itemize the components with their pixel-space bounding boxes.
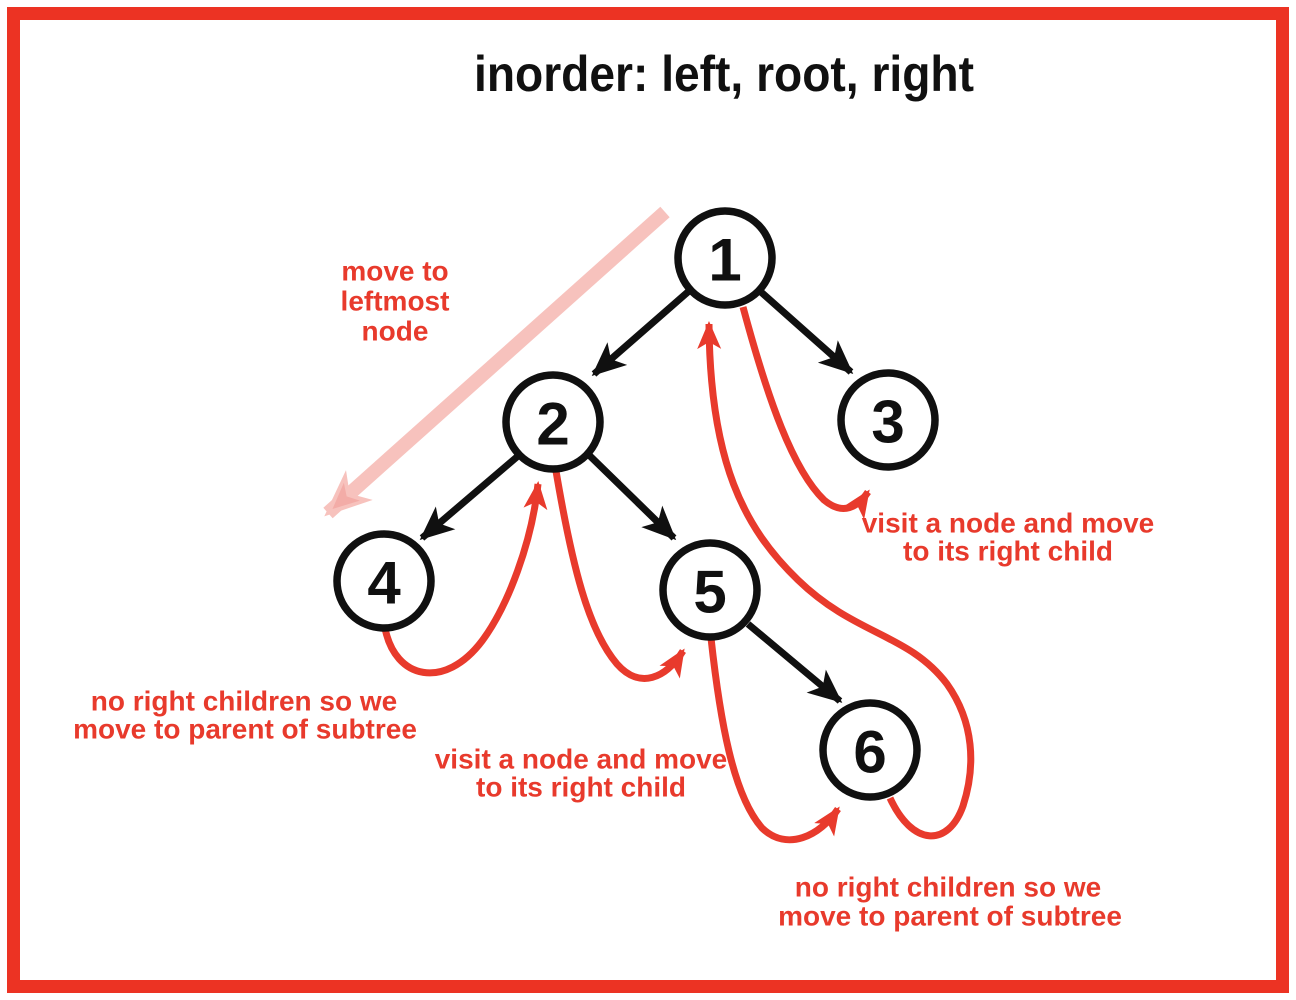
annotation-visit-right-child-mid: visit a node and move to its right child bbox=[435, 744, 728, 803]
annotation-line: leftmost bbox=[341, 286, 450, 317]
edge-2-5 bbox=[587, 453, 677, 541]
traversal-arrow-5-to-6 bbox=[707, 637, 841, 844]
edge-1-2 bbox=[591, 288, 692, 377]
node-label-1: 1 bbox=[708, 227, 741, 294]
traversal-arrows bbox=[381, 306, 975, 844]
node-label-3: 3 bbox=[871, 389, 904, 456]
annotation-visit-right-child-top: visit a node and move to its right child bbox=[862, 508, 1155, 567]
tree-node-2: 2 bbox=[502, 371, 604, 473]
tree-node-1: 1 bbox=[674, 207, 776, 309]
edge-2-4 bbox=[419, 453, 521, 541]
tree-edges bbox=[419, 288, 854, 704]
annotation-line: visit a node and move bbox=[862, 508, 1155, 539]
figure-border bbox=[7, 7, 1289, 993]
node-circle-5 bbox=[659, 539, 761, 641]
move-to-leftmost-arrow bbox=[323, 206, 670, 519]
traversal-arrow-2-to-5 bbox=[552, 470, 686, 682]
annotation-line: move to parent of subtree bbox=[778, 901, 1122, 932]
annotation-no-right-children-bottom: no right children so we move to parent o… bbox=[778, 872, 1122, 932]
annotation-move-to-leftmost: move to leftmost node bbox=[341, 256, 450, 347]
diagram-title: inorder: left, root, right bbox=[474, 46, 974, 102]
node-circle-4 bbox=[333, 530, 435, 632]
edge-5-6 bbox=[745, 621, 843, 704]
tree-node-6: 6 bbox=[819, 699, 921, 801]
node-label-2: 2 bbox=[536, 391, 569, 458]
annotation-no-right-children-left: no right children so we move to parent o… bbox=[73, 686, 417, 745]
tree-node-4: 4 bbox=[333, 530, 435, 632]
node-circle-2 bbox=[502, 371, 604, 473]
annotations: move to leftmost node visit a node and m… bbox=[73, 256, 1154, 932]
annotation-line: node bbox=[362, 316, 429, 347]
traversal-arrow-1-to-3 bbox=[739, 306, 871, 520]
tree-nodes: 1 2 3 4 5 6 bbox=[333, 207, 939, 801]
node-circle-1 bbox=[674, 207, 776, 309]
node-label-5: 5 bbox=[693, 559, 726, 626]
annotation-line: to its right child bbox=[476, 772, 686, 803]
annotation-line: no right children so we bbox=[795, 872, 1101, 903]
node-circle-6 bbox=[819, 699, 921, 801]
annotation-line: visit a node and move bbox=[435, 744, 728, 775]
edge-1-3 bbox=[758, 289, 854, 375]
annotation-line: to its right child bbox=[903, 536, 1113, 567]
node-label-6: 6 bbox=[853, 719, 886, 786]
tree-node-5: 5 bbox=[659, 539, 761, 641]
annotation-line: move to parent of subtree bbox=[73, 714, 417, 745]
node-label-4: 4 bbox=[367, 550, 401, 617]
traversal-arrow-4-to-2 bbox=[381, 481, 548, 677]
annotation-line: move to bbox=[341, 256, 448, 287]
traversal-arrow-6-to-1 bbox=[697, 321, 975, 840]
annotation-line: no right children so we bbox=[91, 686, 397, 717]
tree-node-3: 3 bbox=[837, 369, 939, 471]
node-circle-3 bbox=[837, 369, 939, 471]
